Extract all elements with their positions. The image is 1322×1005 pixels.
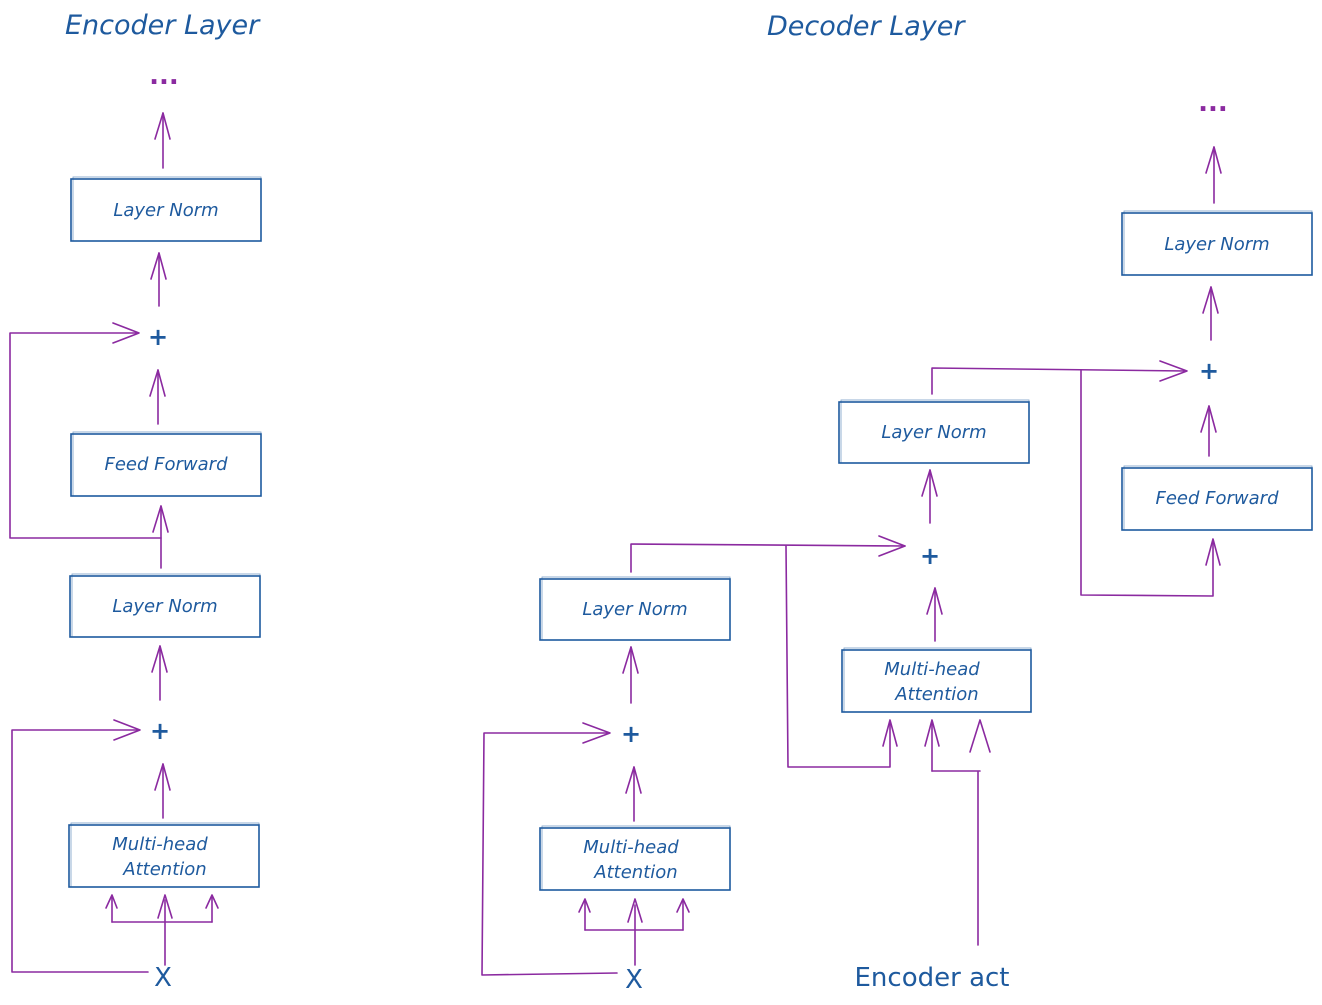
decoder-connections bbox=[481, 146, 1222, 976]
encoder-feedforward-label: Feed Forward bbox=[105, 454, 229, 475]
decoder-cross-attention-label-2: Attention bbox=[894, 684, 978, 705]
decoder-norm3-label: Layer Norm bbox=[1164, 234, 1269, 255]
encoder-continuation: ... bbox=[149, 61, 179, 91]
decoder-add2: + bbox=[920, 542, 940, 570]
decoder-feedforward-label: Feed Forward bbox=[1156, 488, 1280, 509]
encoder-input-x: X bbox=[154, 963, 172, 993]
encoder-add1: + bbox=[150, 717, 170, 745]
decoder-add3: + bbox=[1199, 357, 1219, 385]
decoder-norm1-label: Layer Norm bbox=[582, 599, 687, 620]
decoder-input-x: X bbox=[625, 965, 643, 995]
decoder-title: Decoder Layer bbox=[767, 11, 966, 42]
encoder-layer: Encoder Layer Multi-head Attention Layer… bbox=[9, 10, 262, 993]
decoder-cross-attention-label-1: Multi-head bbox=[884, 659, 980, 680]
encoder-title: Encoder Layer bbox=[65, 10, 261, 41]
encoder-attention-label-2: Attention bbox=[122, 859, 206, 880]
decoder-encoder-input: Encoder act bbox=[855, 963, 1010, 993]
encoder-norm2-label: Layer Norm bbox=[113, 200, 218, 221]
decoder-self-attention-label-1: Multi-head bbox=[583, 837, 679, 858]
encoder-norm1-label: Layer Norm bbox=[112, 596, 217, 617]
encoder-attention-label-1: Multi-head bbox=[112, 834, 208, 855]
decoder-continuation: ... bbox=[1198, 88, 1228, 118]
decoder-layer: Decoder Layer Multi-head Attention Layer… bbox=[481, 11, 1313, 995]
encoder-add2: + bbox=[148, 323, 168, 351]
decoder-add1: + bbox=[621, 720, 641, 748]
encoder-connections bbox=[9, 112, 219, 973]
decoder-norm2-label: Layer Norm bbox=[881, 422, 986, 443]
decoder-self-attention-label-2: Attention bbox=[593, 862, 677, 883]
